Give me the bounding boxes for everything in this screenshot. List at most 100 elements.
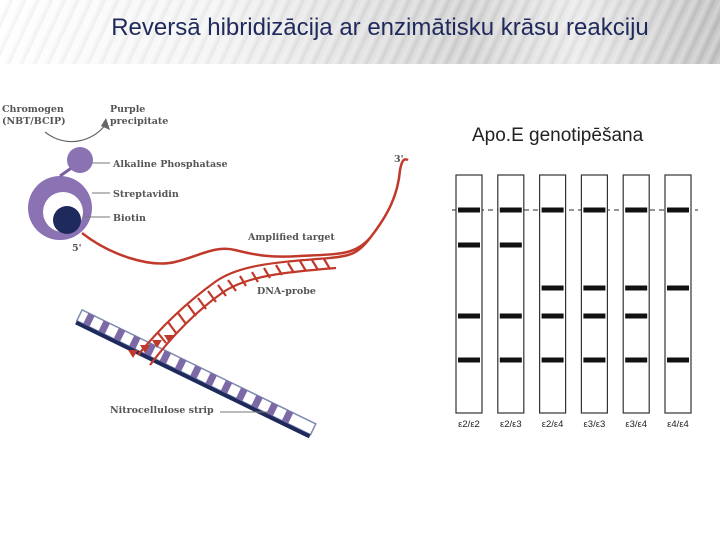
gel-lane: ε4/ε4 [664, 174, 692, 430]
gel-band [458, 207, 480, 213]
gel-band [499, 242, 522, 248]
ladder-rungs [157, 258, 331, 344]
ladder-rung [239, 275, 247, 287]
gel-lane-label: ε3/ε3 [584, 419, 606, 430]
gel-lane-label: ε2/ε2 [458, 419, 480, 430]
hybridization-diagram: Chromogen (NBT/BCIP) Purple precipitate … [2, 104, 409, 439]
gel-lane-label: ε3/ε4 [625, 419, 647, 430]
ladder-rung [323, 258, 331, 270]
gel-lane-label: ε2/ε4 [542, 419, 564, 430]
gel-lane: ε2/ε2 [455, 174, 483, 430]
probe-anchor-triangles [128, 335, 174, 358]
strip-stripe [281, 409, 294, 424]
ladder-rung [207, 290, 217, 303]
strip-stripe [144, 342, 156, 357]
gel-band [667, 285, 689, 291]
gel-lanes: ε2/ε2 ε2/ε3 ε2/ε4 ε3/ε3 ε3/ε4 ε4/ε4 [455, 174, 692, 430]
gel-band [541, 313, 564, 319]
ladder-rung [217, 284, 227, 297]
gel-band [625, 357, 648, 363]
strip-stripe [235, 387, 248, 402]
gel-lane: ε3/ε4 [622, 174, 650, 430]
gel-lane: ε2/ε4 [538, 174, 567, 430]
gel-band [541, 357, 564, 363]
gel-band [458, 313, 480, 319]
chromogen-sub-label: (NBT/BCIP) [2, 116, 66, 127]
ladder-rung [227, 279, 237, 292]
gel-lane-frame [497, 174, 525, 414]
precipitate-label: precipitate [110, 116, 168, 127]
strip-stripe [220, 380, 233, 394]
ladder-rung [311, 259, 319, 271]
gel-band [667, 357, 689, 363]
strip-stripe [205, 372, 217, 387]
gel-band [583, 313, 606, 319]
alkaline-phosphatase-label: Alkaline Phosphatase [112, 159, 228, 170]
strip-stripe [128, 335, 141, 350]
gel-band [625, 285, 648, 291]
gel-lane-label: ε4/ε4 [667, 419, 689, 430]
gel-band [625, 207, 648, 213]
strip-stripes [83, 312, 294, 424]
gel-band [625, 313, 648, 319]
gel-lane: ε3/ε3 [580, 174, 609, 430]
strip-stripe [113, 327, 126, 342]
ladder-rung [263, 267, 271, 279]
amplified-target-strand [81, 158, 409, 265]
gel-band [583, 207, 606, 213]
gel-band [667, 207, 689, 213]
biotin-label: Biotin [113, 213, 146, 224]
gel-lane-frame [455, 174, 483, 414]
gel-band [458, 357, 480, 363]
chromogen-label: Chromogen [2, 104, 64, 115]
nitrocellulose-strip-label: Nitrocellulose strip [110, 405, 214, 416]
gel-band [499, 357, 522, 363]
five-prime-label: 5' [72, 243, 82, 254]
strip-stripe [174, 357, 187, 372]
ladder-rung [197, 297, 207, 310]
reaction-arrow-icon [44, 123, 107, 143]
gel-band [583, 357, 606, 363]
ladder-rung [157, 332, 167, 344]
biotin-icon [53, 206, 81, 234]
alkaline-phosphatase-icon [67, 147, 93, 173]
strip-stripe [190, 365, 202, 380]
gel-lane: ε2/ε3 [497, 174, 525, 430]
ladder-rung [275, 264, 283, 276]
strip-stripe [83, 312, 95, 327]
strip-stripe [251, 394, 263, 409]
strip-stripe [98, 320, 110, 335]
gel-lane-label: ε2/ε3 [500, 419, 522, 430]
strip-stripe [159, 350, 172, 365]
title-bar [0, 0, 720, 64]
label-pointers [84, 162, 270, 413]
gel-band [541, 207, 564, 213]
three-prime-label: 3' [394, 154, 404, 165]
gel-band [458, 242, 480, 248]
gel-lane-frame [580, 174, 609, 414]
dna-probe-ladder [128, 256, 337, 366]
strip-stripe [266, 402, 279, 417]
ladder-rung [251, 271, 259, 283]
genotyping-title: Apo.E genotipēšana [472, 125, 644, 146]
ladder-rung [167, 321, 177, 334]
gel-lane-frame [664, 174, 692, 414]
ladder-rung [287, 262, 295, 274]
gel-band [499, 207, 522, 213]
dna-probe-label: DNA-probe [257, 286, 316, 297]
nitrocellulose-strip [75, 308, 317, 439]
amplified-target-label: Amplified target [247, 232, 335, 243]
enzyme-complex [28, 118, 110, 240]
page-title: Reversā hibridizācija ar enzimātisku krā… [111, 14, 649, 41]
ladder-rung [187, 304, 197, 317]
gel-band [499, 313, 522, 319]
gel-band [583, 285, 606, 291]
ladder-rung [177, 312, 187, 325]
gel-lane-frame [538, 174, 567, 414]
purple-label: Purple [110, 104, 145, 115]
ladder-rung [299, 260, 307, 272]
gel-band [541, 285, 564, 291]
gel-lane-frame [622, 174, 650, 414]
title-background-texture [0, 0, 720, 64]
